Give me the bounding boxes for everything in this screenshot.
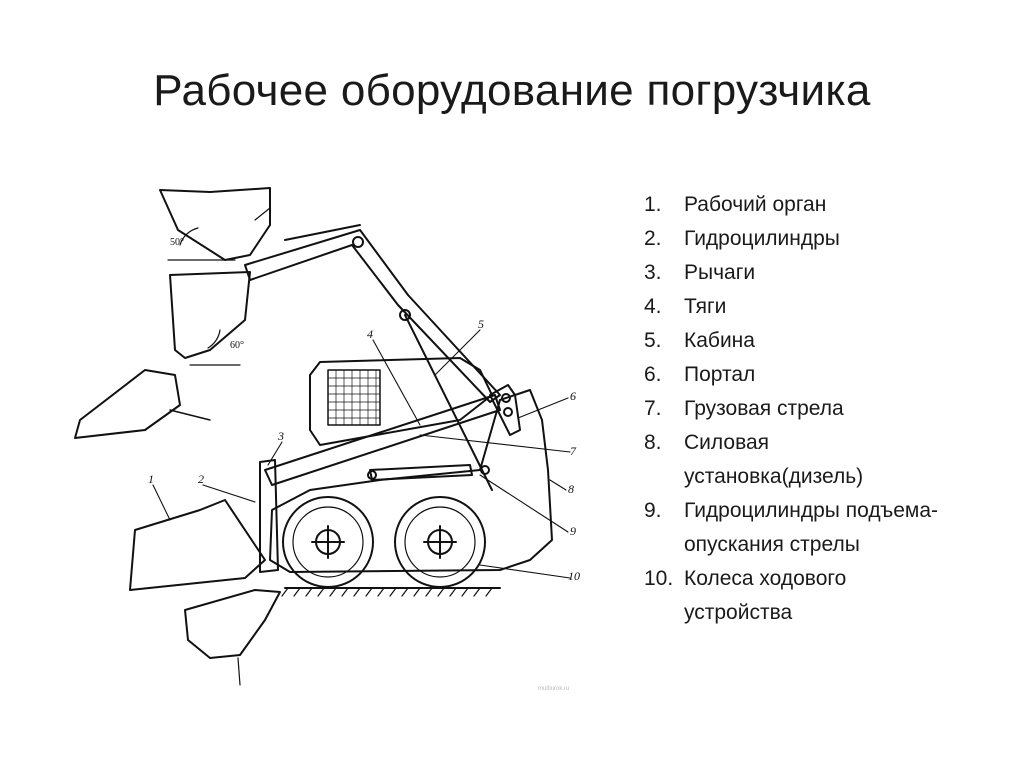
cab	[309, 357, 493, 446]
legend-number: 10.	[644, 567, 674, 590]
legend-text: Кабина	[684, 329, 755, 352]
legend-text: Гидроцилиндры	[684, 227, 840, 250]
legend-item: 10. Колеса ходового устройства	[644, 562, 944, 630]
legend-number: 1.	[644, 193, 662, 216]
angle-arc-60	[207, 329, 221, 349]
legend-text: Тяги	[684, 295, 727, 318]
callout-8: 8	[568, 482, 574, 496]
callout-6: 6	[570, 389, 576, 403]
callout-5: 5	[478, 317, 484, 331]
bucket-ground	[129, 499, 266, 591]
legend-number: 4.	[644, 295, 662, 318]
legend-item: 2. Гидроцилиндры	[644, 222, 944, 256]
legend-text: Грузовая стрела	[684, 397, 844, 420]
legend-item: 1. Рабочий орган	[644, 188, 944, 222]
bucket-top	[159, 187, 271, 261]
callout-9: 9	[570, 524, 576, 538]
legend-item: 3. Рычаги	[644, 256, 944, 290]
angle-label-60: 60°	[230, 340, 244, 351]
ground-line	[281, 587, 501, 597]
slide-title: Рабочее оборудование погрузчика	[153, 66, 871, 115]
raised-tilt-rod	[284, 224, 361, 241]
watermark: multiurok.ru	[538, 686, 570, 692]
bucket-bottom	[184, 589, 281, 659]
legend-item: 5. Кабина	[644, 324, 944, 358]
callout-10: 10	[568, 569, 580, 583]
legend-text: Рабочий орган	[684, 193, 827, 216]
angle-label-50: 50°	[170, 237, 184, 248]
callout-7: 7	[570, 444, 577, 458]
portal	[489, 384, 521, 436]
legend-number: 9.	[644, 499, 662, 522]
legend-number: 7.	[644, 397, 662, 420]
legend-item: 6. Портал	[644, 358, 944, 392]
angle-arc-50	[179, 227, 199, 246]
legend-number: 5.	[644, 329, 662, 352]
legend-item: 7. Грузовая стрела	[644, 392, 944, 426]
bucket-dump	[74, 369, 181, 439]
cab-window-grid	[327, 369, 381, 426]
lift-arm-raised	[244, 229, 501, 403]
legend-item: 9. Гидроцилиндры подъема-опускания стрелы	[644, 494, 944, 562]
callout-3: 3	[277, 429, 284, 443]
loader-diagram: 50° 60° 1 2 3 4 5 6 7 8 9 10	[60, 180, 605, 700]
bucket-mid	[169, 271, 251, 359]
callout-4: 4	[367, 327, 373, 341]
callout-2: 2	[198, 472, 204, 486]
legend-item: 4. Тяги	[644, 290, 944, 324]
chassis-body	[269, 389, 553, 573]
legend-text: Портал	[684, 363, 756, 386]
lift-arm-lower	[264, 394, 501, 486]
legend-text: Гидроцилиндры подъема-опускания стрелы	[684, 499, 939, 556]
rear-wheel	[282, 496, 374, 588]
legend-number: 3.	[644, 261, 662, 284]
legend-number: 2.	[644, 227, 662, 250]
callout-1: 1	[148, 472, 154, 486]
front-wheel	[394, 496, 486, 588]
legend-list: 1. Рабочий орган 2. Гидроцилиндры 3. Рычаги…	[644, 188, 944, 630]
legend-number: 8.	[644, 431, 662, 454]
legend-number: 6.	[644, 363, 662, 386]
legend-text: Колеса ходового устройства	[684, 567, 847, 624]
boom-cylinder	[369, 464, 473, 481]
legend-item: 8. Силовая установка(дизель)	[644, 426, 944, 494]
legend-text: Силовая установка(дизель)	[684, 431, 864, 488]
legend-text: Рычаги	[684, 261, 756, 284]
